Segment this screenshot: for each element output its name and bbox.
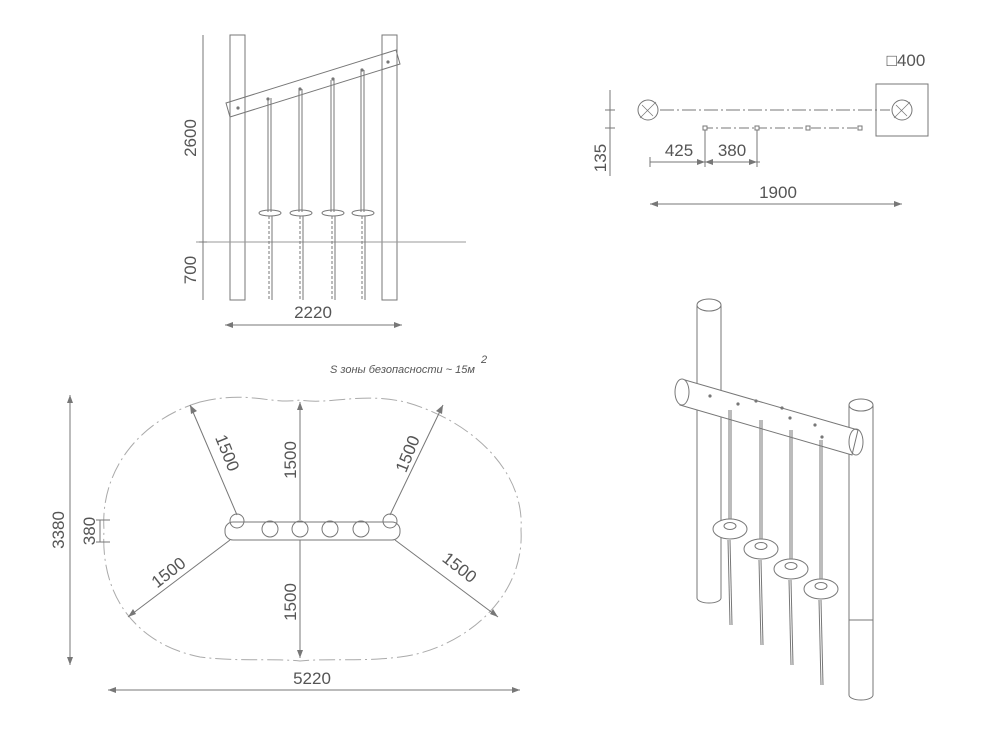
dim-spacing-380: 380	[718, 141, 746, 160]
plan-view	[605, 83, 929, 207]
zone-beam	[224, 521, 401, 541]
dim-depth-700: 700	[181, 256, 200, 284]
rope-1	[258, 98, 282, 300]
isometric-view	[674, 298, 874, 701]
sloped-beam	[225, 49, 401, 118]
iso-right-post	[848, 404, 874, 701]
rope-2	[289, 89, 313, 300]
dim-radius-lower-mid: 1500	[281, 583, 300, 621]
dim-spacing-425: 425	[665, 141, 693, 160]
safety-zone-plan	[67, 395, 522, 693]
iso-disc-4	[803, 578, 839, 600]
dim-post-400: □400	[887, 51, 926, 70]
dim-zone-length-5220: 5220	[293, 669, 331, 688]
plan-right-post	[891, 99, 913, 121]
dim-offset-135: 135	[591, 144, 610, 172]
safety-zone-area-superscript: 2	[480, 354, 487, 366]
safety-zone-boundary	[103, 396, 522, 662]
iso-disc-1	[712, 518, 748, 540]
dim-height-2600: 2600	[181, 119, 200, 157]
safety-zone-area-note: S зоны безопасности ~ 15м	[330, 364, 475, 376]
dim-radius-upper-mid: 1500	[281, 441, 300, 479]
dim-length-1900: 1900	[759, 183, 797, 202]
plan-left-post	[637, 99, 659, 121]
right-post	[381, 34, 398, 301]
dim-width-2220: 2220	[294, 303, 332, 322]
left-post	[229, 34, 246, 301]
dim-zone-width-3380: 3380	[49, 511, 68, 549]
rope-4	[351, 70, 375, 300]
iso-disc-2	[743, 538, 779, 560]
dim-radius-lower-right: 1500	[439, 549, 481, 587]
rope-3	[321, 79, 345, 300]
iso-disc-3	[773, 558, 809, 580]
dim-beam-380: 380	[80, 517, 99, 545]
iso-left-post	[696, 304, 722, 604]
dim-radius-upper-left: 1500	[211, 432, 243, 474]
front-view	[196, 34, 466, 328]
